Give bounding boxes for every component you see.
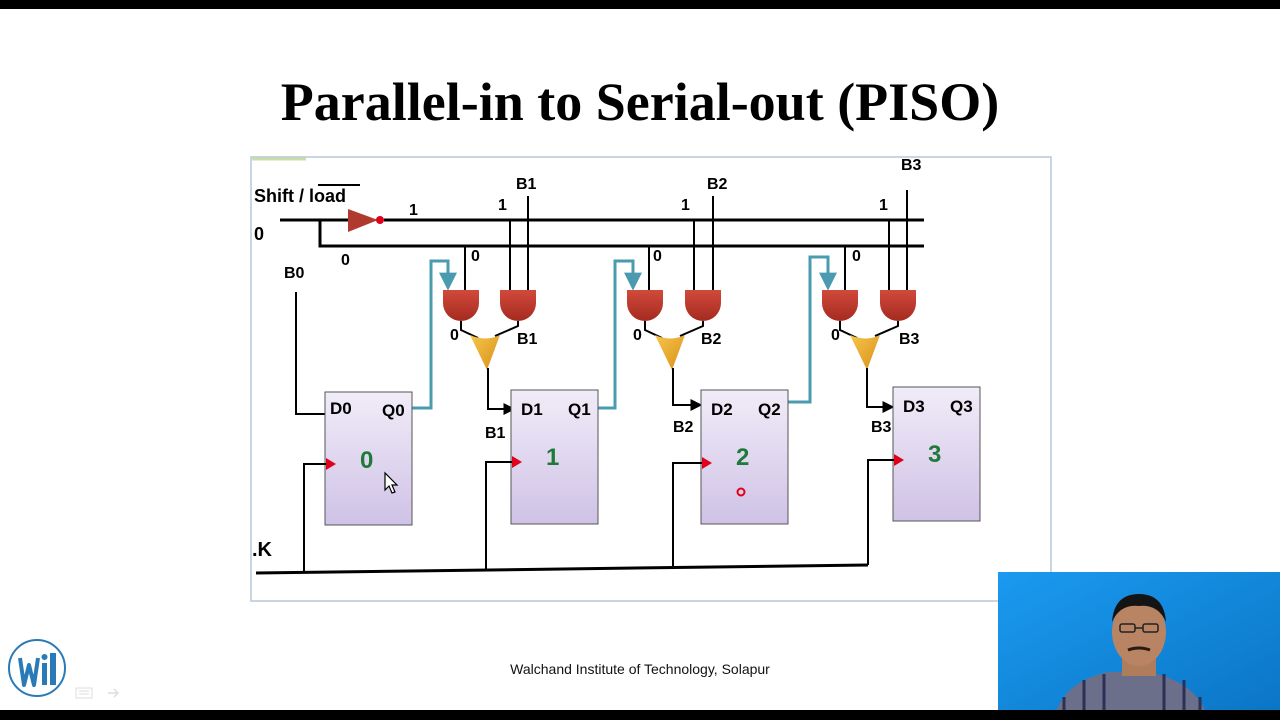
or-out-wire-1 (487, 368, 516, 415)
slide-title: Parallel-in to Serial-out (PISO) (280, 72, 1000, 132)
presenter-hair (1112, 594, 1166, 622)
and-gate-1a (443, 290, 479, 321)
cursor-icon (384, 471, 399, 494)
and-gate-1b (500, 290, 536, 321)
and-out-wire-3b (874, 321, 899, 337)
b0-wire (295, 292, 325, 415)
flipflop-value-0: 0 (360, 447, 373, 474)
clock-tap-2 (672, 462, 702, 568)
flipflop-q-label-2: Q2 (758, 400, 781, 419)
flipflop-d-label-2: D2 (711, 400, 733, 419)
and-out-wire-3a (839, 321, 858, 339)
flipflop-value-3: 3 (928, 441, 941, 468)
inverter-gate (348, 209, 378, 232)
flipflop-q-label-0: Q0 (382, 401, 405, 420)
load-bus (318, 220, 924, 248)
presenter-shirt (1056, 672, 1205, 710)
or-out-wire-3 (866, 368, 895, 413)
flipflop-d-label-1: D1 (521, 400, 543, 419)
or-gate-3 (850, 335, 880, 370)
flipflop-0: D0 Q0 0 (324, 391, 413, 526)
presenter-webcam (998, 572, 1280, 710)
piso-diagram: Shift / load 0 1 0 B0 B1 1 0 0 B1 (250, 156, 1052, 602)
or-out-wire-2 (672, 368, 703, 411)
and-gate-2b (685, 290, 721, 321)
flipflop-value-2: 2 (736, 444, 749, 471)
flipflop-1: D1 Q1 1 (510, 389, 599, 525)
control-in-value: 0 (254, 224, 264, 244)
clock-marker-2 (702, 457, 712, 469)
or-gate-1 (470, 335, 500, 370)
d-b2-label: B2 (673, 419, 694, 436)
slide-footer: Walchand Institute of Technology, Solapu… (510, 661, 770, 677)
d-b1-label: B1 (485, 425, 506, 442)
slideshow-controls[interactable] (74, 687, 134, 699)
and-top-value-1: 1 (498, 197, 507, 214)
clock-bus (255, 563, 869, 575)
input-b1-top-label: B1 (516, 176, 537, 193)
d-b3-label: B3 (871, 419, 892, 436)
flipflop-q-label-1: Q1 (568, 400, 591, 419)
feedback-wire-q0 (412, 259, 457, 410)
and-gate-2a (627, 290, 663, 321)
and-out-wire-2b (679, 321, 704, 337)
and-out-value-2: 0 (633, 327, 642, 344)
flipflop-d-label-3: D3 (903, 397, 925, 416)
input-b0-label: B0 (284, 265, 305, 282)
or-gate-2 (655, 335, 685, 370)
next-arrow-icon[interactable] (108, 688, 120, 698)
and-top-value-3: 1 (879, 197, 888, 214)
and-out-value-3: 0 (831, 327, 840, 344)
slide: Parallel-in to Serial-out (PISO) (0, 9, 1280, 710)
inverter-bubble (376, 216, 384, 224)
and-top-value-2: 1 (681, 197, 690, 214)
input-b2-top-label: B2 (707, 176, 728, 193)
flipflop-d-label-0: D0 (330, 399, 352, 418)
and-out-wire-1b (494, 321, 519, 337)
flipflop-box-1 (510, 389, 599, 525)
and-bot-value-1: 0 (471, 248, 480, 265)
clock-marker-3 (894, 454, 904, 466)
shift-load-label: Shift / load (254, 186, 346, 206)
gate-b2-label: B2 (701, 331, 722, 348)
and-gate-3a (822, 290, 858, 321)
gate-b3-label: B3 (899, 331, 920, 348)
stage-2-gates: B2 1 0 0 B2 B2 (627, 176, 728, 436)
and-out-wire-2a (644, 321, 663, 339)
feedback-wire-q1 (598, 259, 642, 410)
clock-tap-0 (303, 463, 326, 573)
clock-marker-1 (512, 456, 522, 468)
and-out-value-1: 0 (450, 327, 459, 344)
flipflop-2: D2 Q2 2 (700, 389, 789, 525)
stage-1-gates: B1 1 0 0 B1 B1 (443, 176, 538, 442)
and-bot-value-3: 0 (852, 248, 861, 265)
and-bot-value-2: 0 (653, 248, 662, 265)
flipflop-box-0 (324, 391, 413, 526)
menu-icon[interactable] (75, 687, 93, 699)
logo-icon (8, 639, 66, 697)
flipflop-value-1: 1 (546, 444, 559, 471)
clock-tap-1 (485, 461, 512, 571)
flipflop-3: D3 Q3 3 (892, 386, 981, 522)
gate-b1-label: B1 (517, 331, 538, 348)
flipflop-q-label-3: Q3 (950, 397, 973, 416)
clock-tap-3 (867, 459, 894, 565)
pointer-dot (736, 487, 746, 497)
and-gate-3b (880, 290, 916, 321)
feedback-wire-q2 (788, 255, 837, 404)
diagram-frame (250, 156, 1052, 602)
presenter-face (1112, 598, 1166, 666)
stage-3-gates: B3 1 0 0 B3 B3 (822, 157, 922, 436)
clock-label: .K (252, 539, 273, 561)
input-b3-top-label: B3 (901, 157, 922, 174)
inverted-value: 1 (409, 202, 418, 219)
flipflop-box-2 (700, 389, 789, 525)
clock-marker-0 (326, 458, 336, 470)
and-out-wire-1a (460, 321, 479, 339)
flipflop-box-3 (892, 386, 981, 522)
load-bus-value: 0 (341, 252, 350, 269)
